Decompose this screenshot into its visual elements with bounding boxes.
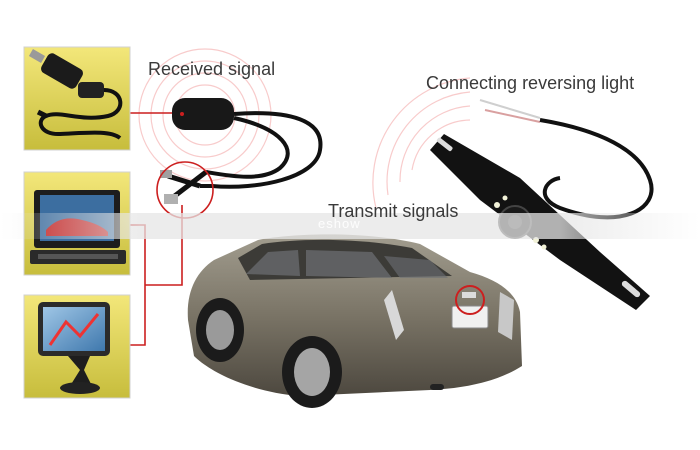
watermark-band xyxy=(0,213,700,239)
sedan-car-icon xyxy=(187,234,523,408)
connecting-reversing-light-label: Connecting reversing light xyxy=(426,73,635,93)
watermark-text: eshow xyxy=(318,216,361,231)
gps-navigator-icon xyxy=(23,294,131,399)
transmit-signals-label: Transmit signals xyxy=(328,201,459,221)
received-signal-label: Received signal xyxy=(148,59,276,79)
plate-highlight-circle xyxy=(455,285,485,315)
reversing-light-wires xyxy=(479,99,654,220)
car-charger-icon xyxy=(23,46,131,151)
camera-waves xyxy=(372,77,471,209)
wireless-receiver-icon xyxy=(160,98,323,204)
